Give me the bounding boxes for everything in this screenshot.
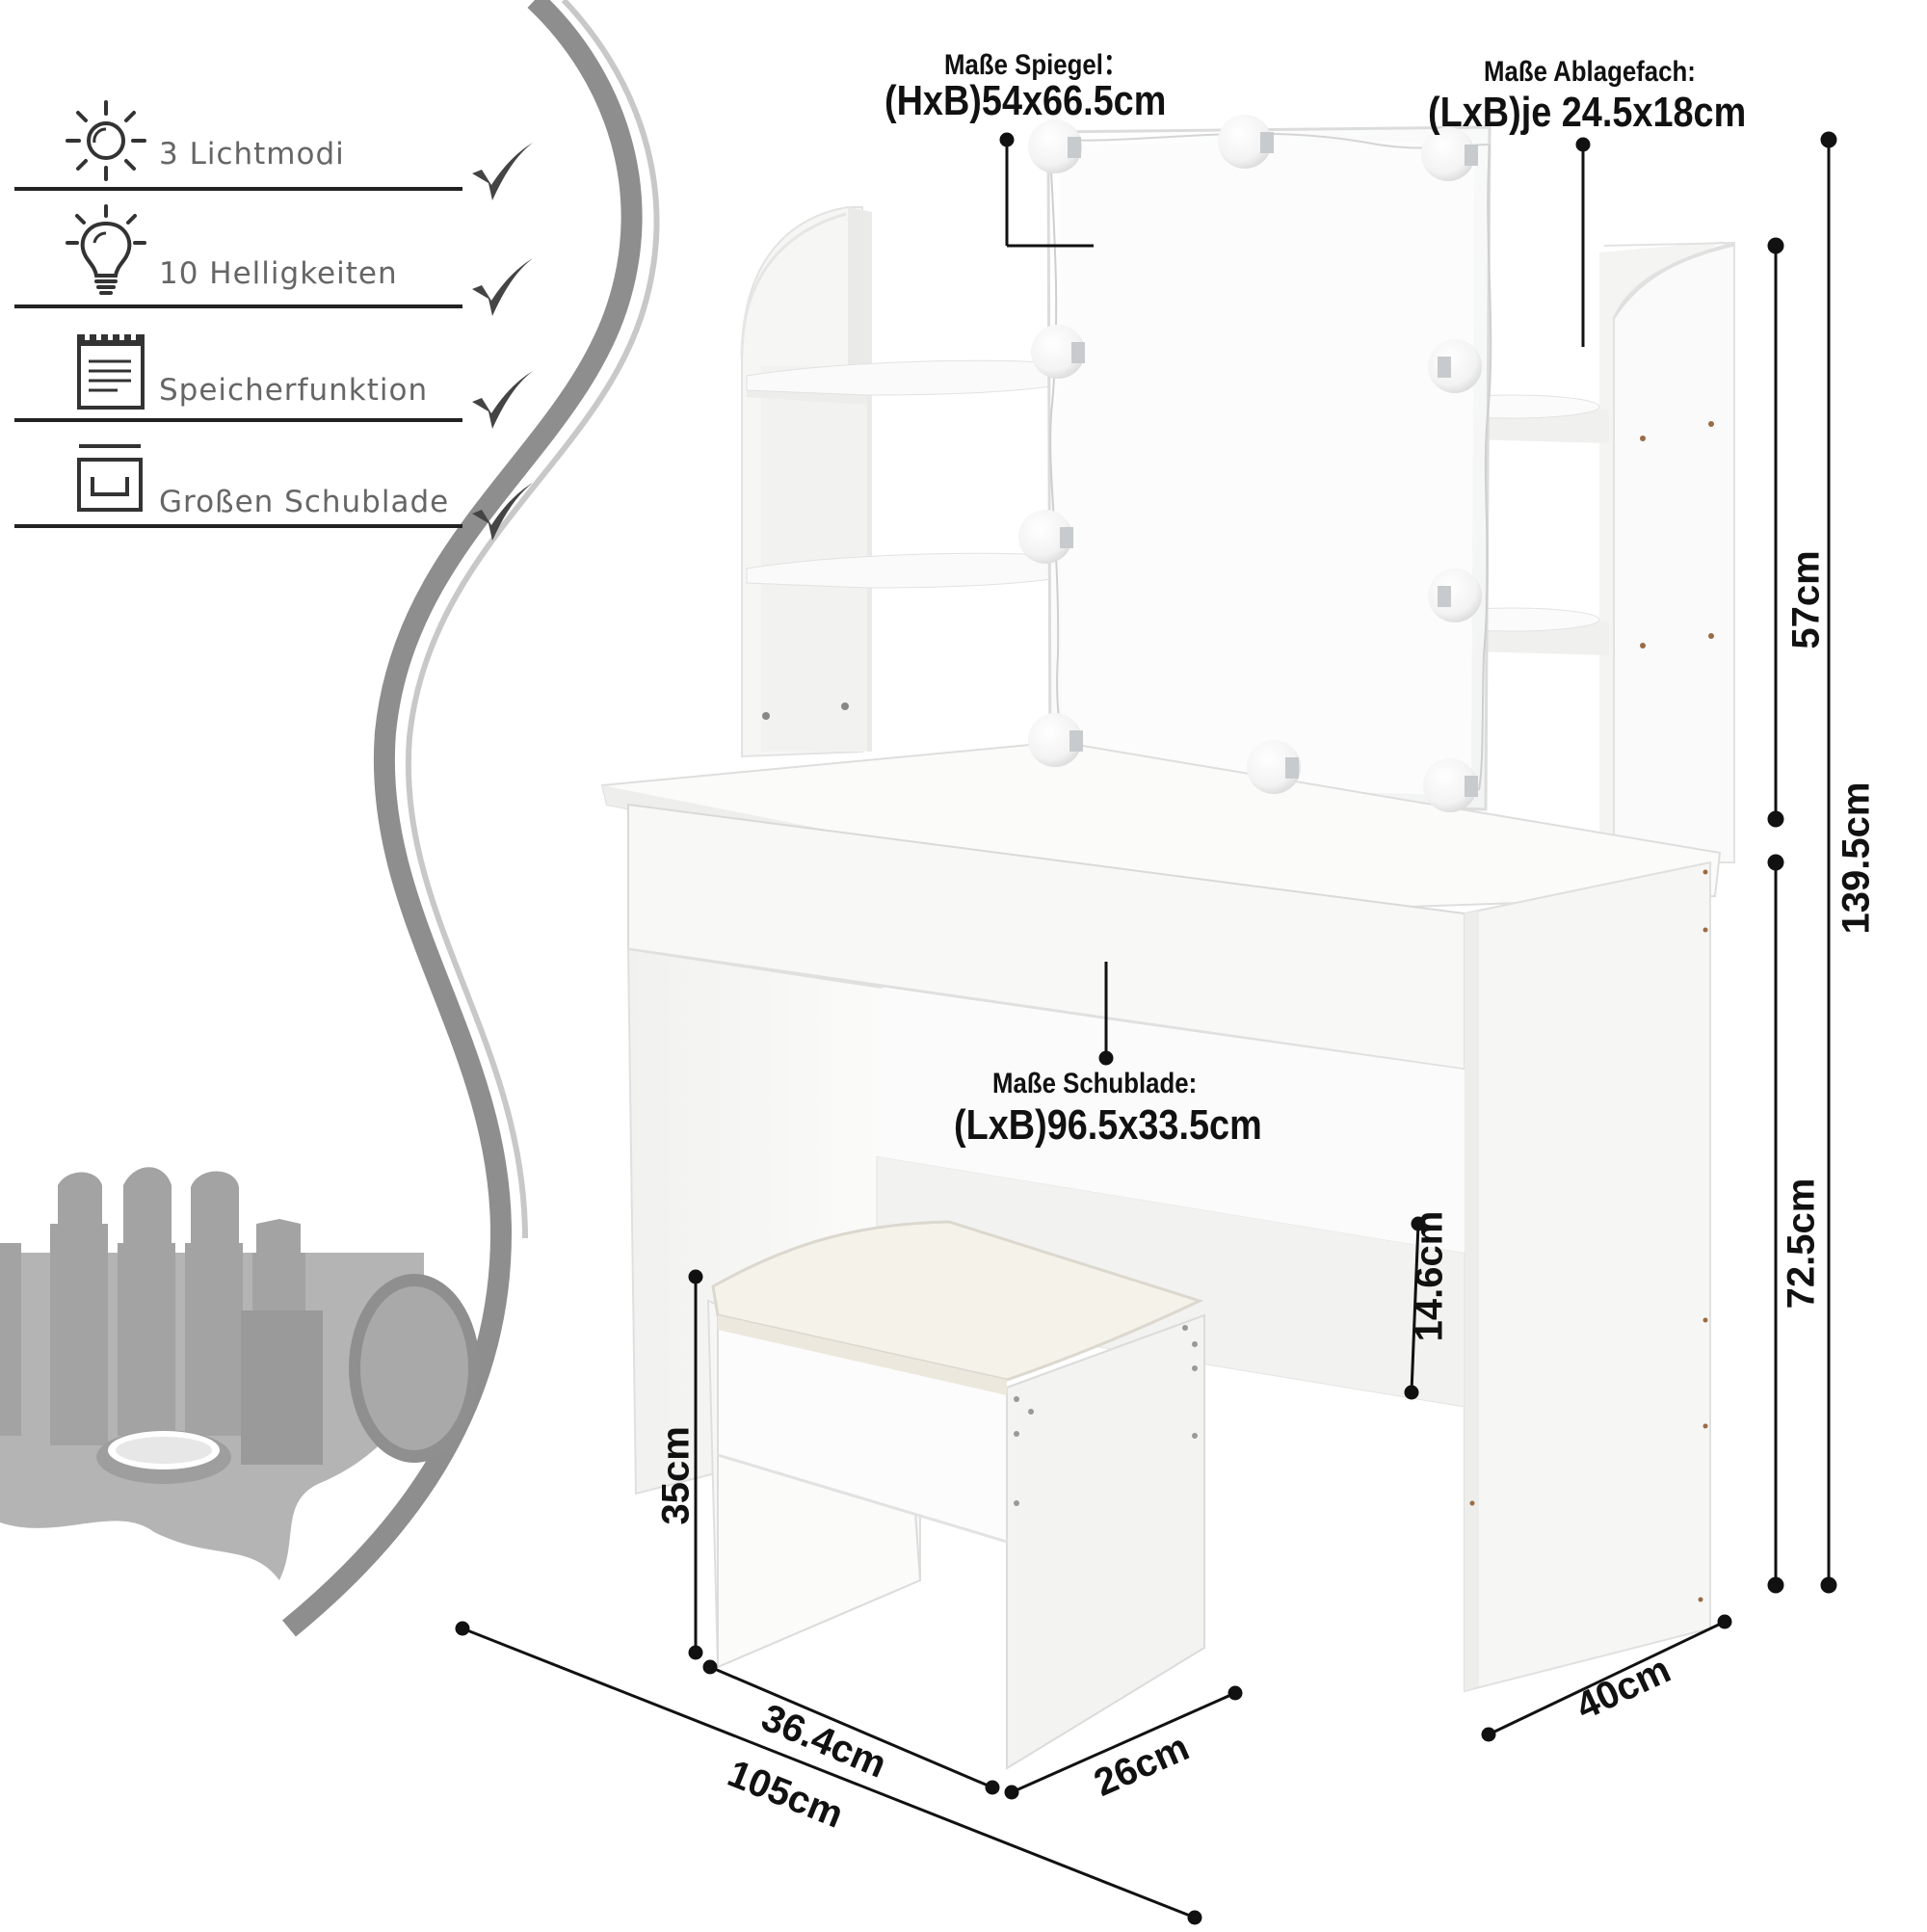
check-icon (472, 143, 533, 200)
feature-divider (14, 187, 462, 191)
drawer-dimension-value: (LxB)96.5x33.5cm (954, 1101, 1262, 1149)
mirror-dimension-title: Maße Spiegel： (944, 49, 1128, 81)
feature-divider (14, 524, 462, 528)
feature-label: Großen Schublade (159, 485, 450, 519)
dimension-lines (455, 131, 1837, 1925)
feature-brightness: 10 Helligkeiten (14, 204, 533, 316)
feature-label: 3 Lichtmodi (159, 137, 345, 172)
shelf-dimension-value: (LxB)je 24.5x18cm (1428, 89, 1747, 136)
measure-table-height: 72.5cm (1780, 1178, 1823, 1310)
cosmetics-silhouette (0, 1167, 480, 1580)
measure-stool-height: 35cm (654, 1426, 698, 1525)
measure-total-height: 139.5cm (1835, 781, 1878, 935)
feature-divider (14, 418, 462, 422)
measure-leg-gap: 14.6cm (1408, 1210, 1451, 1342)
feature-memory: Speicherfunktion (14, 323, 533, 429)
drawer-dimension-title: Maße Schublade: (992, 1068, 1198, 1099)
drawer-icon (77, 444, 143, 512)
check-icon (472, 258, 533, 316)
check-icon (472, 371, 533, 429)
feature-label: 10 Helligkeiten (159, 256, 398, 291)
stool (706, 1220, 1205, 1770)
mirror-dimension-value: (HxB)54x66.5cm (884, 77, 1167, 124)
sun-icon (66, 100, 146, 181)
feature-divider (14, 304, 462, 308)
vanity-table (600, 125, 1735, 1693)
check-icon (472, 483, 533, 541)
feature-large-drawer: Großen Schublade (14, 438, 533, 541)
shelf-dimension-title: Maße Ablagefach: (1484, 56, 1696, 88)
feature-light-modes: 3 Lichtmodi (14, 94, 533, 200)
lightbulb-icon (66, 204, 146, 295)
measure-upper-height: 57cm (1784, 550, 1828, 649)
feature-label: Speicherfunktion (159, 373, 429, 408)
memory-calendar-icon (77, 332, 145, 410)
